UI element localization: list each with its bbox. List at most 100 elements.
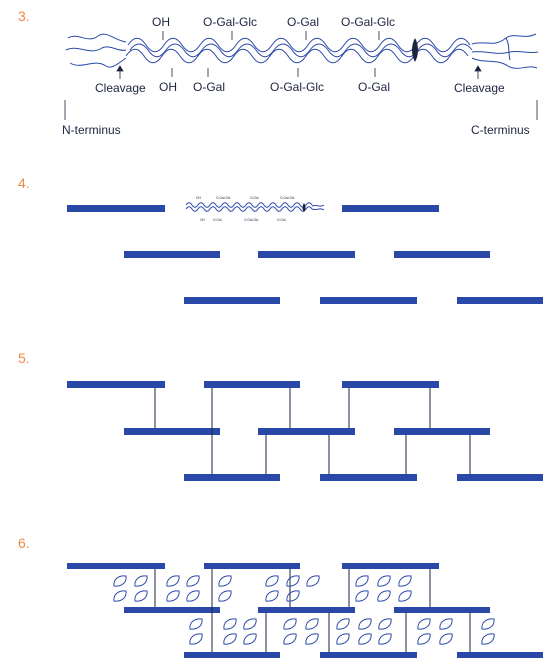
tropocollagen-staggered-array: OH O-Gal-Glc O-Gal O-Gal-Glc OH O-Gal O-…	[67, 196, 543, 304]
mineral-crystal	[265, 575, 279, 587]
mini-label-oh-top: OH	[196, 196, 201, 200]
mineral-crystal	[283, 633, 297, 645]
mineral-crystal	[377, 590, 391, 602]
fibril-bar	[258, 251, 355, 258]
mineral-crystal	[305, 633, 319, 645]
fibril-bar	[342, 205, 439, 212]
label-o-gal-glc-top-1: O-Gal-Glc	[203, 15, 257, 29]
mineral-crystal	[439, 633, 453, 645]
fibril-bar	[394, 607, 490, 613]
mineral-crystal	[417, 618, 431, 630]
step-number-4: 4.	[18, 175, 30, 191]
mineral-crystal	[166, 590, 180, 602]
fibril-bar	[342, 381, 439, 388]
step-number-3: 3.	[18, 8, 30, 24]
fibril-bar	[124, 428, 220, 435]
mineral-crystal	[189, 618, 203, 630]
fibril-bar	[258, 428, 355, 435]
label-o-gal-bottom-2: O-Gal	[358, 80, 390, 94]
mineral-crystal	[166, 575, 180, 587]
mineral-crystal	[218, 590, 232, 602]
step-number-6: 6.	[18, 535, 30, 551]
mineral-crystal	[417, 633, 431, 645]
fibril-bar	[258, 607, 355, 613]
mini-label-o-gal-bottom-2: O-Gal	[277, 218, 286, 222]
n-terminus-label: N-terminus	[62, 123, 121, 137]
mini-label-o-gal-bottom-1: O-Gal	[213, 218, 222, 222]
cleavage-label-right: Cleavage	[454, 81, 505, 95]
fibril-bar	[320, 297, 417, 304]
mineral-crystal	[398, 575, 412, 587]
mineral-crystal	[186, 590, 200, 602]
label-o-gal-top: O-Gal	[287, 15, 319, 29]
mineral-crystal	[481, 618, 495, 630]
mineral-crystal	[306, 575, 320, 587]
fibril-bar	[184, 474, 280, 481]
fibril-bar	[67, 563, 165, 569]
label-o-gal-glc-bottom: O-Gal-Glc	[270, 80, 324, 94]
mineral-crystal	[358, 618, 372, 630]
mineral-crystal	[358, 633, 372, 645]
mineral-crystal	[398, 590, 412, 602]
mini-label-o-gal-glc-top-1: O-Gal-Glc	[216, 196, 231, 200]
mineral-crystal	[283, 618, 297, 630]
mineral-crystal	[113, 590, 127, 602]
fibril-bar	[342, 563, 439, 569]
mineral-crystal	[113, 575, 127, 587]
fibril-bar	[67, 205, 165, 212]
tropocollagen-miniature: OH O-Gal-Glc O-Gal O-Gal-Glc OH O-Gal O-…	[185, 196, 325, 222]
label-o-gal-bottom-1: O-Gal	[193, 80, 225, 94]
mineral-crystal	[243, 618, 257, 630]
mini-label-oh-bottom: OH	[200, 218, 205, 222]
mineral-crystal	[134, 590, 148, 602]
cross-links	[154, 569, 471, 652]
mineral-crystal	[355, 575, 369, 587]
fibril-bar	[184, 652, 280, 658]
mineralized-fibril	[67, 563, 543, 658]
mini-label-o-gal-glc-top-2: O-Gal-Glc	[280, 196, 295, 200]
fibril-bar	[457, 297, 543, 304]
mineral-crystal	[378, 618, 392, 630]
mineral-crystal	[265, 590, 279, 602]
mineral-crystal	[336, 633, 350, 645]
step-number-5: 5.	[18, 350, 30, 366]
fibril-bar	[204, 563, 300, 569]
mineral-crystal	[336, 618, 350, 630]
fibril-bar	[204, 381, 300, 388]
fibril-bar	[394, 251, 490, 258]
cross-links	[154, 388, 471, 474]
fibril-bar	[457, 652, 543, 658]
mineral-crystal	[223, 618, 237, 630]
mineral-crystal	[439, 618, 453, 630]
mineral-crystal	[355, 590, 369, 602]
fibril-bar	[394, 428, 490, 435]
mineral-crystal	[286, 575, 300, 587]
mineral-crystal	[186, 575, 200, 587]
mineral-crystal	[378, 633, 392, 645]
c-terminus-label: C-terminus	[471, 123, 530, 137]
mineral-crystals	[113, 575, 495, 645]
label-oh-top: OH	[152, 15, 170, 29]
procollagen-molecule: OH O-Gal-Glc O-Gal O-Gal-Glc OH O-Gal O-…	[62, 15, 539, 137]
fibril-bar	[67, 381, 165, 388]
fibril-bar	[320, 652, 417, 658]
fibril-bar	[124, 607, 220, 613]
fibril-bar	[457, 474, 543, 481]
mineral-crystal	[189, 633, 203, 645]
fibril-bar	[184, 297, 280, 304]
mineral-crystal	[305, 618, 319, 630]
mineral-crystal	[481, 633, 495, 645]
cleavage-label-left: Cleavage	[95, 81, 146, 95]
mineral-crystal	[243, 633, 257, 645]
mini-label-o-gal-glc-bottom: O-Gal-Glc	[244, 218, 259, 222]
label-oh-bottom: OH	[159, 80, 177, 94]
mini-label-o-gal-top: O-Gal	[250, 196, 259, 200]
mineral-crystal	[223, 633, 237, 645]
mineral-crystal	[134, 575, 148, 587]
mineral-crystal	[377, 575, 391, 587]
label-o-gal-glc-top-2: O-Gal-Glc	[341, 15, 395, 29]
cross-linked-fibril	[67, 381, 543, 481]
fibril-bar	[320, 474, 417, 481]
fibril-bar	[124, 251, 220, 258]
